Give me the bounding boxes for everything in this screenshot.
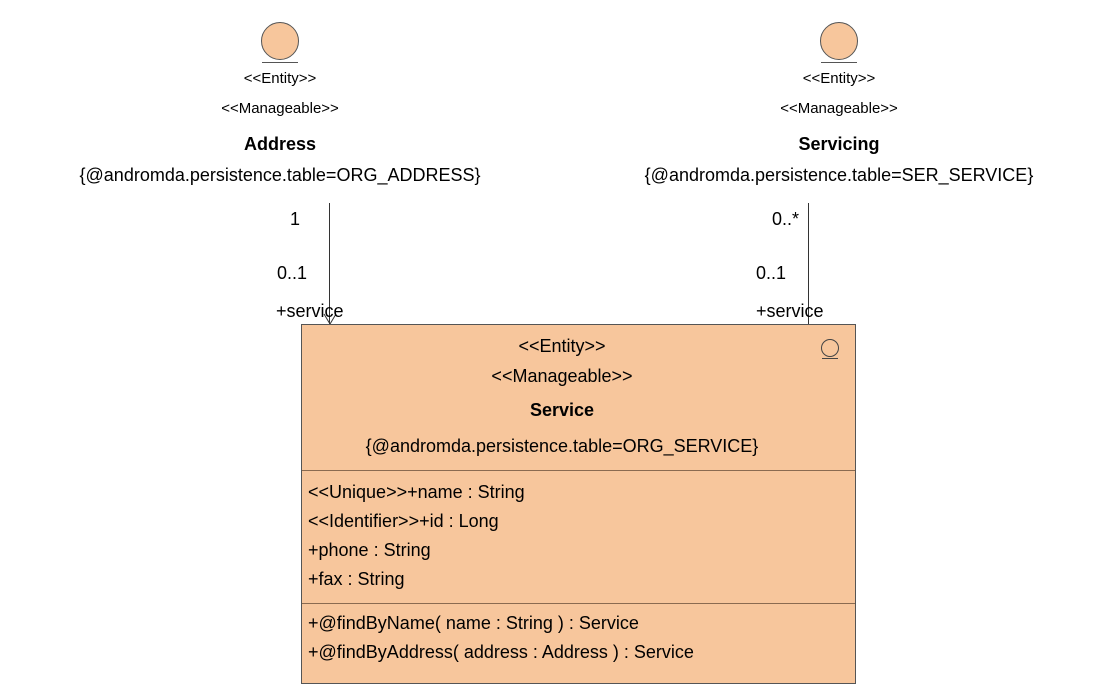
service-entity-icon xyxy=(821,339,839,359)
servicing-name[interactable]: Servicing xyxy=(798,134,880,154)
address-name[interactable]: Address xyxy=(243,134,317,154)
address-service-association-line[interactable] xyxy=(329,203,330,324)
address-entity-icon xyxy=(261,22,299,63)
servicing-target-role: +service xyxy=(756,301,824,321)
address-tagged-value: {@andromda.persistence.table=ORG_ADDRESS… xyxy=(79,165,481,185)
servicing-service-association-line[interactable] xyxy=(808,203,809,324)
servicing-tagged-value: {@andromda.persistence.table=SER_SERVICE… xyxy=(644,165,1034,185)
operation-item[interactable]: +@findByAddress( address : Address ) : S… xyxy=(308,642,694,662)
address-target-role: +service xyxy=(276,301,344,321)
servicing-stereotype-manageable: <<Manageable>> xyxy=(780,100,898,117)
attribute-item[interactable]: +fax : String xyxy=(308,569,405,589)
attribute-item[interactable]: +phone : String xyxy=(308,540,431,560)
address-target-multiplicity: 0..1 xyxy=(277,263,308,283)
attributes-separator xyxy=(302,470,855,471)
service-name[interactable]: Service xyxy=(529,400,595,420)
service-stereotype-entity: <<Entity>> xyxy=(518,336,606,356)
operation-item[interactable]: +@findByName( name : String ) : Service xyxy=(308,613,639,633)
service-tagged-value: {@andromda.persistence.table=ORG_SERVICE… xyxy=(365,436,759,456)
address-stereotype-manageable: <<Manageable>> xyxy=(221,100,339,117)
attribute-item[interactable]: <<Unique>>+name : String xyxy=(308,482,525,502)
attribute-item[interactable]: <<Identifier>>+id : Long xyxy=(308,511,499,531)
servicing-entity-icon xyxy=(820,22,858,63)
operations-separator xyxy=(302,603,855,604)
address-source-multiplicity: 1 xyxy=(290,209,301,229)
servicing-target-multiplicity: 0..1 xyxy=(756,263,787,283)
service-stereotype-manageable: <<Manageable>> xyxy=(491,366,633,386)
servicing-source-multiplicity: 0..* xyxy=(772,209,800,229)
service-class-box[interactable]: <<Entity>> <<Manageable>> Service {@andr… xyxy=(301,324,856,684)
servicing-stereotype-entity: <<Entity>> xyxy=(802,70,876,87)
address-stereotype-entity: <<Entity>> xyxy=(243,70,317,87)
